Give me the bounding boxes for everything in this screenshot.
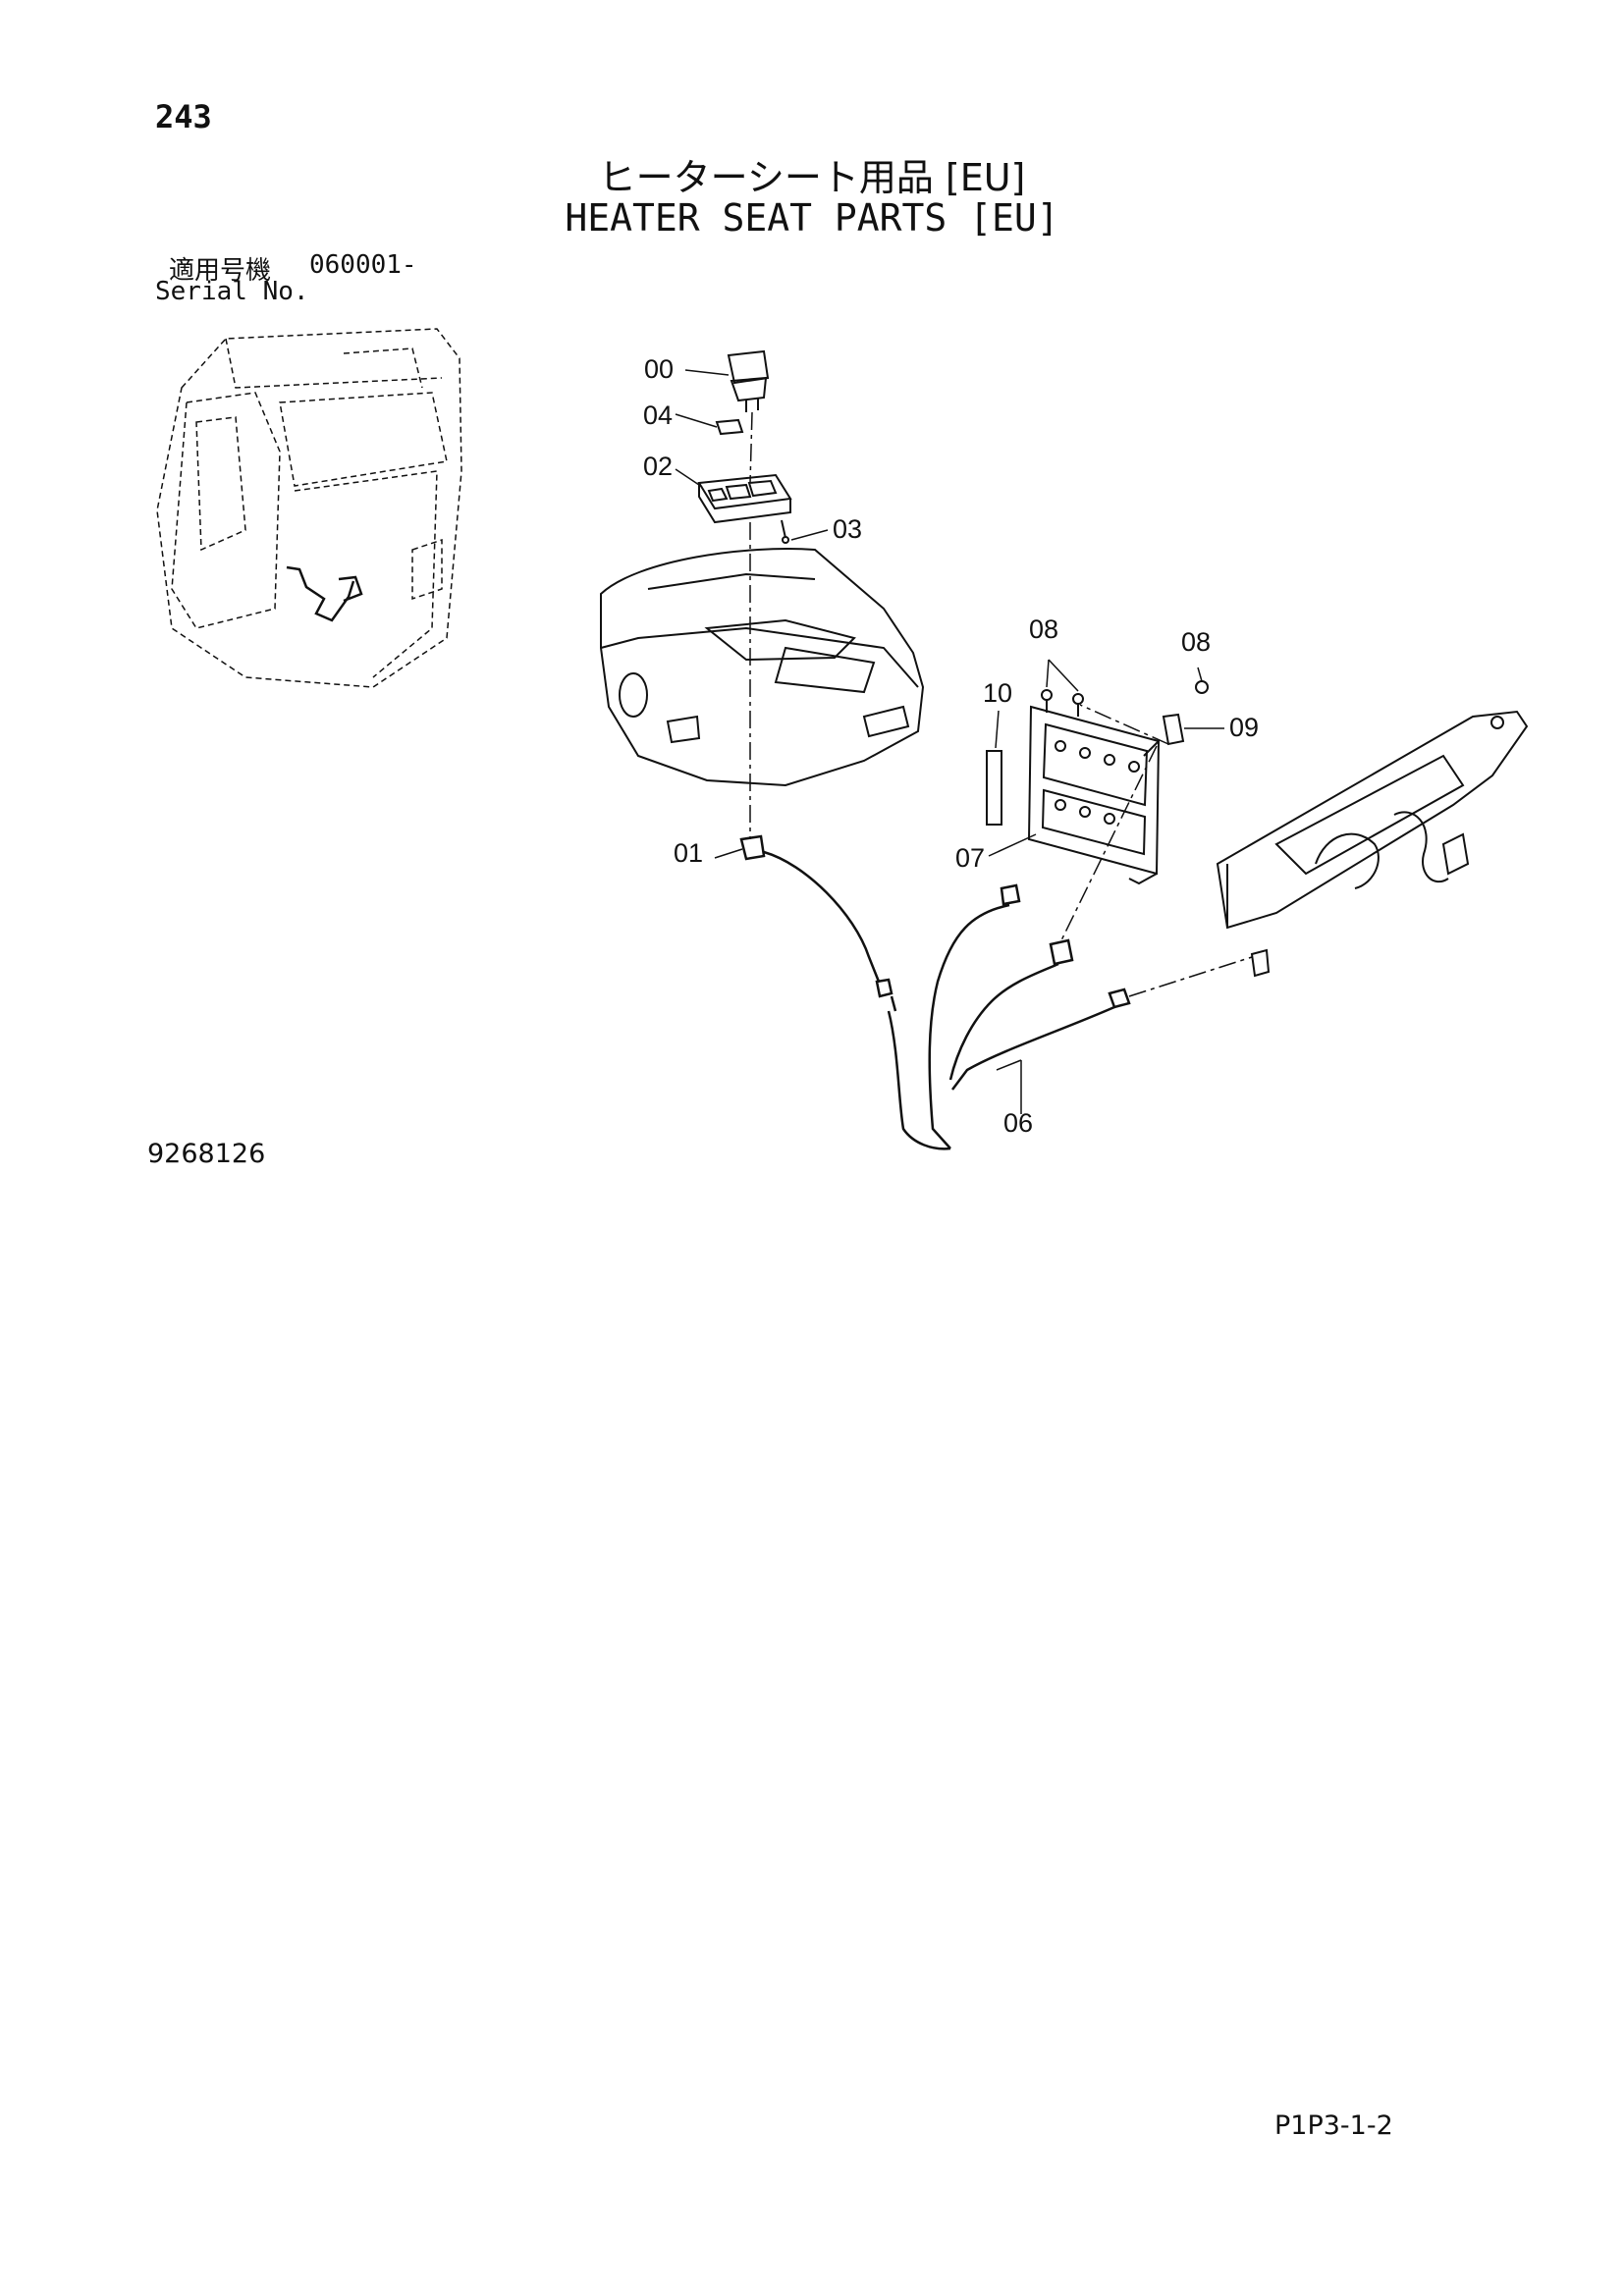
serial-label-english: Serial No. [155,277,309,306]
page-code: P1P3-1-2 [1274,2110,1393,2141]
serial-label-japanese: 適用号機 [169,256,272,286]
callout-03: 03 [833,514,862,544]
switch-assembly [697,349,792,544]
callout-08-left: 08 [1029,614,1058,644]
cab-thumbnail-harness [286,565,363,622]
wire-harness [739,834,1131,1150]
callout-06: 06 [1003,1108,1033,1138]
callout-07: 07 [955,843,985,873]
callout-labels: 00 04 02 03 08 08 10 09 01 07 06 [643,354,1259,1138]
callout-02: 02 [643,452,673,481]
callout-08-right: 08 [1181,627,1211,657]
phantom-lines [749,411,1253,997]
leader-lines [675,369,1224,1114]
page-number: 243 [155,98,212,135]
parts-diagram: 00 04 02 03 08 08 10 09 01 07 06 [156,328,1529,1150]
console-body [600,548,925,787]
drawing-number: 9268126 [147,1139,266,1169]
cab-thumbnail [156,328,462,688]
callout-04: 04 [643,400,673,430]
callout-10: 10 [983,678,1012,708]
frame-bracket [1216,710,1529,978]
title-english: HEATER SEAT PARTS [EU] [565,196,1059,240]
callout-01: 01 [674,838,703,868]
title-japanese: ヒーターシート用品 [EU] [598,156,1026,199]
bracket-assembly [986,680,1209,885]
serial-number-value: 060001- [309,250,417,280]
callout-00: 00 [644,354,674,384]
callout-09: 09 [1229,713,1259,742]
